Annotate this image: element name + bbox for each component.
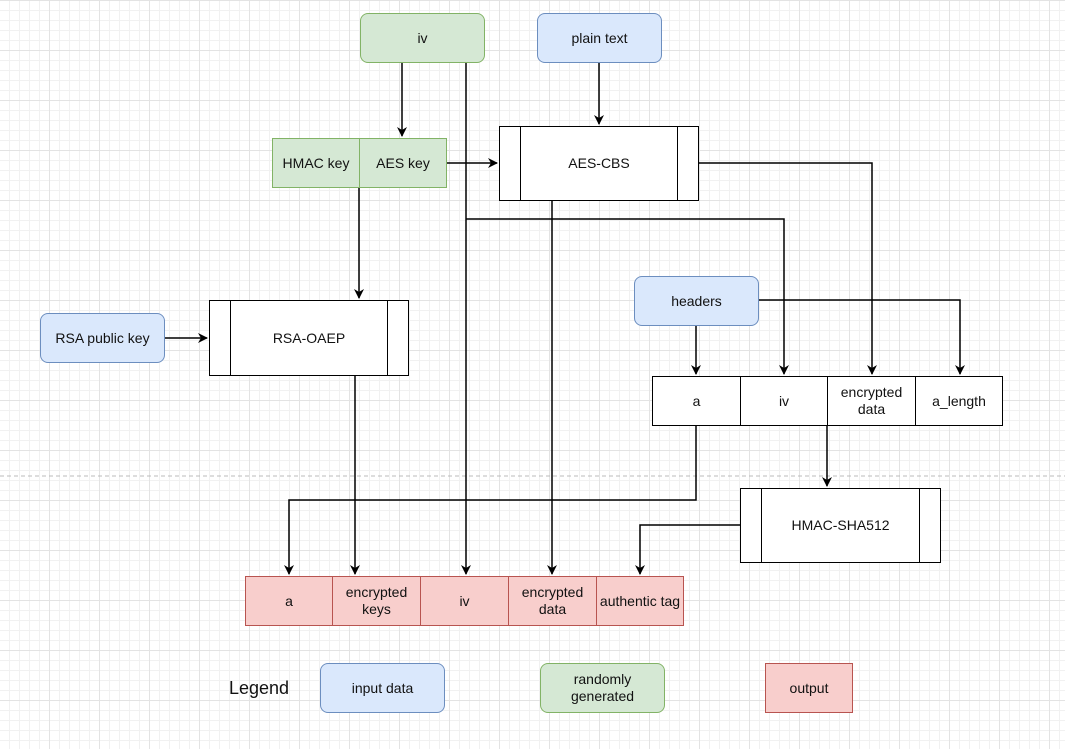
legend-title: Legend [229,678,290,698]
rsa-public-key-node[interactable]: RSA public key [40,313,165,363]
aes-cbs-process[interactable]: AES-CBS [499,126,699,201]
edge-aes-to-mac-data [699,162,877,375]
mac-input-a-length[interactable]: a_length [915,376,1003,426]
rsa-oaep-process[interactable]: RSA-OAEP [209,300,409,376]
headers-node[interactable]: headers [634,276,759,326]
hmac-sha512-process[interactable]: HMAC-SHA512 [740,488,941,563]
edge-iv-to-mac-iv [466,218,789,375]
mac-input-a[interactable]: a [652,376,741,426]
iv-node[interactable]: iv [360,13,485,63]
edge-hmac-to-tag [635,524,740,575]
edge-a-to-output [284,425,697,575]
output-encrypted-data[interactable]: encrypted data [508,576,597,626]
aes-key-node[interactable]: AES key [359,138,447,188]
mac-input-iv[interactable]: iv [740,376,828,426]
edge-headers-to-alength [759,299,965,375]
output-authentic-tag[interactable]: authentic tag [596,576,684,626]
output-encrypted-keys[interactable]: encrypted keys [332,576,421,626]
plain-text-node[interactable]: plain text [537,13,662,63]
legend-output: output [765,663,853,713]
legend-randomly-generated: randomly generated [540,663,665,713]
output-a[interactable]: a [245,576,333,626]
output-iv[interactable]: iv [420,576,509,626]
hmac-key-node[interactable]: HMAC key [272,138,360,188]
legend-input-data: input data [320,663,445,713]
mac-input-encrypted-data[interactable]: encrypted data [827,376,916,426]
